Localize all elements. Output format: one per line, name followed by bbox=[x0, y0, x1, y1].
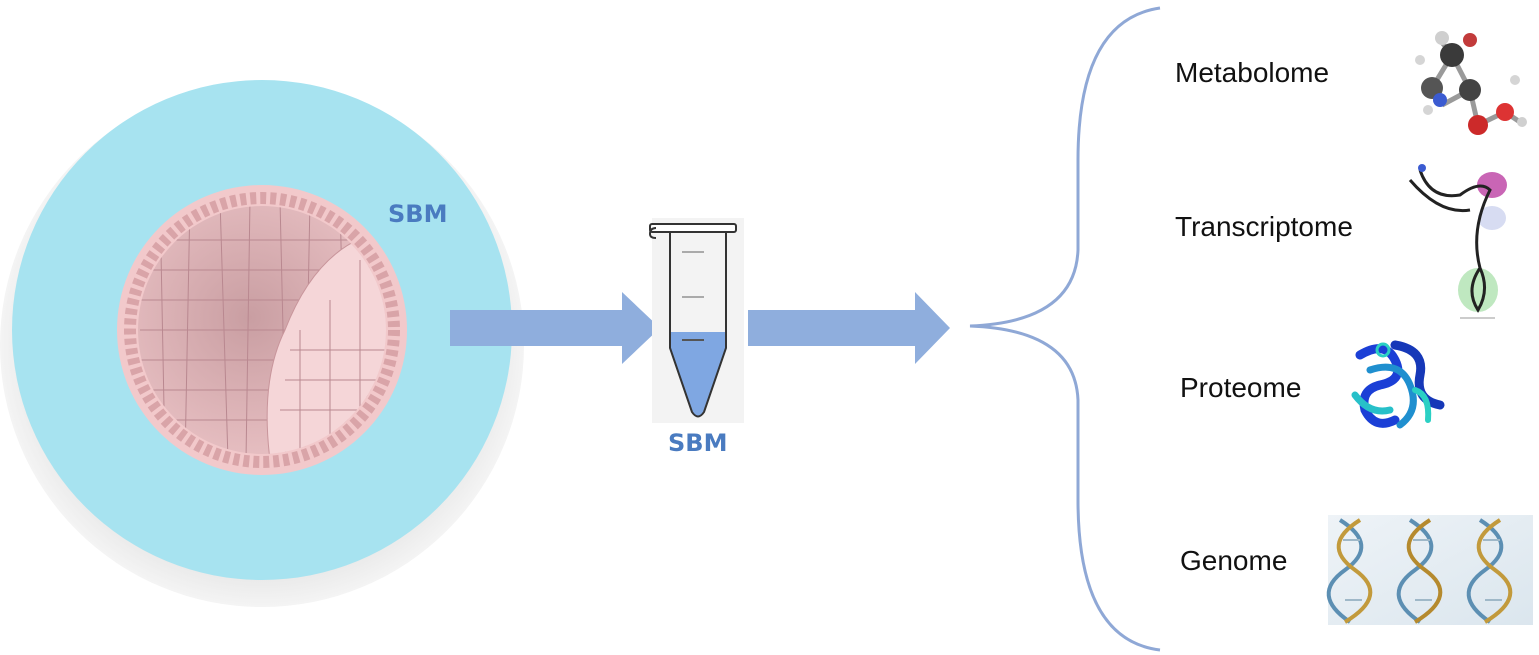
tube-sbm-label: SBM bbox=[668, 429, 727, 457]
omics-bracket bbox=[969, 6, 1161, 652]
protein-ribbon-icon bbox=[1351, 340, 1445, 429]
embryo-in-medium: SBM bbox=[0, 80, 524, 607]
embryo-sbm-label: SBM bbox=[388, 200, 447, 228]
omics-label-transcriptome: Transcriptome bbox=[1175, 211, 1353, 242]
omics-label-proteome: Proteome bbox=[1180, 372, 1301, 403]
molecule-ball-stick-icon bbox=[1415, 31, 1527, 135]
trophectoderm-layer bbox=[124, 192, 400, 468]
tube-hinge bbox=[648, 227, 657, 239]
tube-body bbox=[669, 232, 727, 418]
cell-mesh bbox=[140, 206, 386, 454]
omics-label-metabolome: Metabolome bbox=[1175, 57, 1329, 88]
arrow-to-omics bbox=[748, 292, 950, 364]
arrow-to-tube bbox=[450, 292, 660, 364]
tube-cap bbox=[649, 223, 737, 233]
trna-structure-icon bbox=[1408, 164, 1507, 319]
sample-tube: SBM bbox=[648, 218, 744, 457]
omics-label-genome: Genome bbox=[1180, 545, 1287, 576]
tube-liquid bbox=[670, 332, 726, 416]
dna-helix-icon bbox=[1326, 515, 1533, 625]
